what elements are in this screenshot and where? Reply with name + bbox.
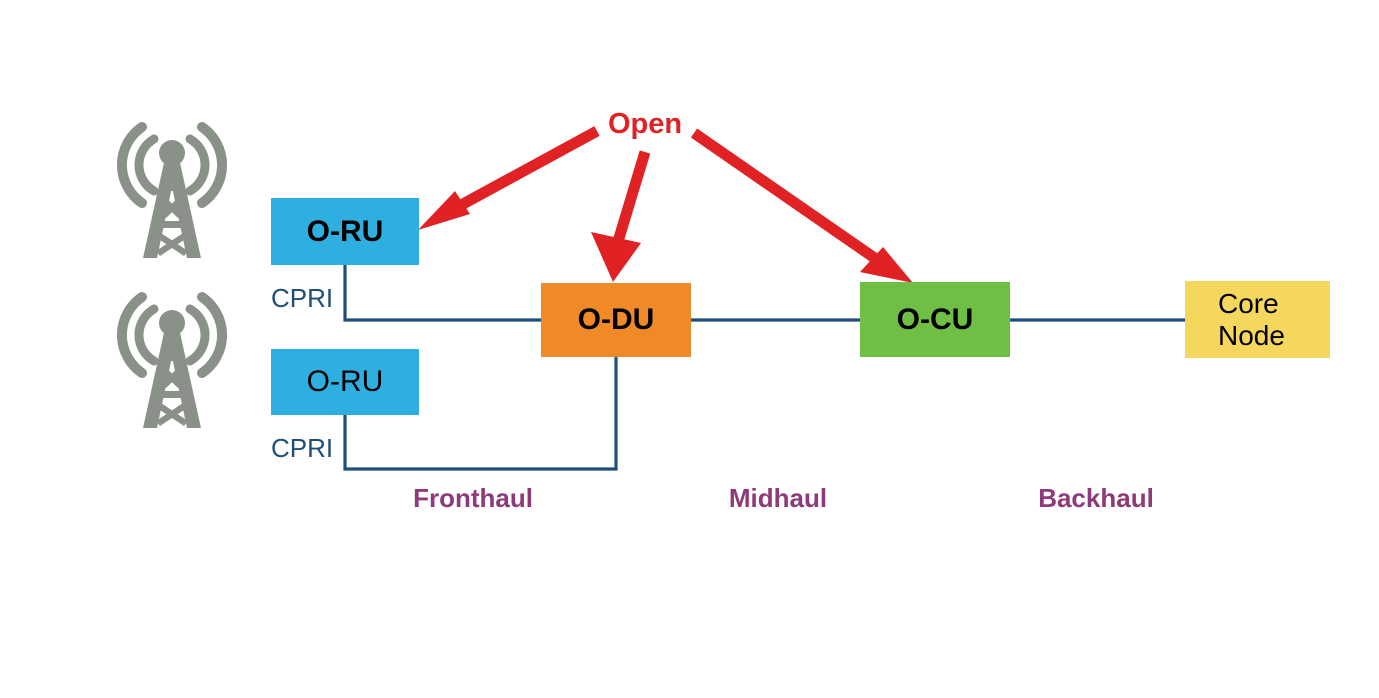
label-cpri-top: CPRI xyxy=(271,283,334,313)
node-o-ru-top-label: O-RU xyxy=(306,214,384,248)
cell-tower-icon xyxy=(122,297,222,428)
node-o-du[interactable]: O-DU xyxy=(541,283,691,357)
node-o-cu[interactable]: O-CU xyxy=(860,282,1010,357)
label-fronthaul: Fronthaul xyxy=(413,483,533,513)
open-arrow-to-oru xyxy=(418,126,600,230)
label-cpri-bottom: CPRI xyxy=(271,433,334,463)
label-midhaul: Midhaul xyxy=(728,483,828,513)
label-backhaul: Backhaul xyxy=(1038,483,1154,513)
link-oru-bottom-to-odu xyxy=(343,357,618,471)
open-arrow-to-ocu xyxy=(690,128,913,283)
node-core[interactable]: Core Node xyxy=(1185,281,1330,358)
node-o-ru-top[interactable]: O-RU xyxy=(271,198,419,265)
cell-tower-icon xyxy=(122,127,222,258)
node-core-label: Core Node xyxy=(1218,288,1285,351)
label-open-annotation: Open xyxy=(607,108,683,140)
link-oru-top-to-odu xyxy=(343,265,541,322)
open-arrow-to-odu xyxy=(591,150,651,282)
node-o-cu-label: O-CU xyxy=(896,302,974,336)
node-o-ru-bottom[interactable]: O-RU xyxy=(271,349,419,415)
node-o-ru-bottom-label: O-RU xyxy=(306,365,384,399)
node-o-du-label: O-DU xyxy=(577,303,655,337)
